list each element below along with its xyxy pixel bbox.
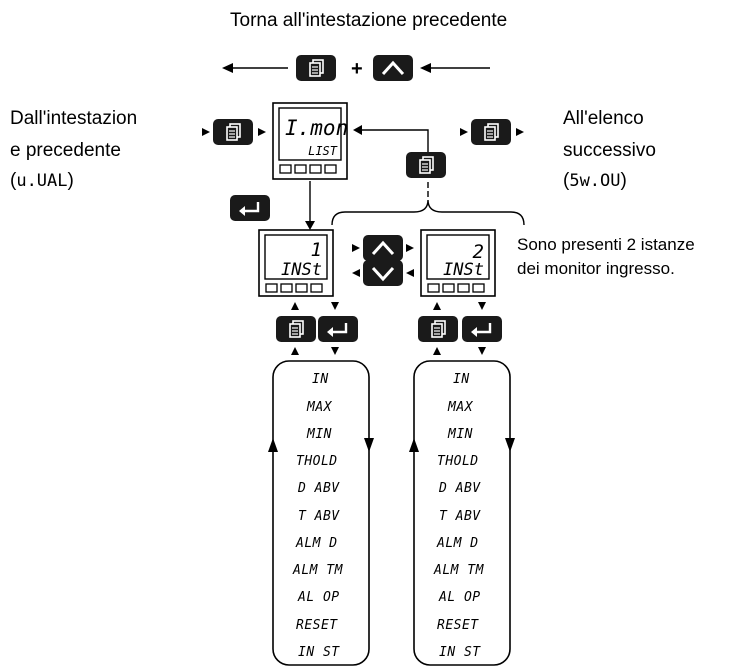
side-note: Sono presenti 2 istanze dei monitor ingr… xyxy=(517,233,695,281)
param-al-op[interactable]: AL OP xyxy=(439,590,481,605)
param-max[interactable]: MAX xyxy=(448,400,473,415)
list-display: I.mon LIST xyxy=(272,102,348,180)
instance-1-top: 1 xyxy=(311,239,322,261)
up-arrow-icon[interactable] xyxy=(363,235,403,261)
param-alm-d[interactable]: ALM D xyxy=(437,536,479,551)
left-param-code: u.UAL xyxy=(16,171,68,191)
param-reset[interactable]: RESET xyxy=(437,618,479,633)
right-paren-open: ( xyxy=(563,170,570,191)
param-in-st[interactable]: IN ST xyxy=(298,645,340,660)
param-in[interactable]: IN xyxy=(453,372,470,387)
top-caption: Torna all'intestazione precedente xyxy=(230,10,508,31)
page-icon[interactable] xyxy=(296,55,336,81)
right-label-line-2: successivo xyxy=(563,140,656,161)
down-arrow-icon[interactable] xyxy=(363,260,403,286)
left-label-line-1: Dall'intestazion xyxy=(10,108,138,129)
param-reset[interactable]: RESET xyxy=(296,618,338,633)
enter-icon[interactable] xyxy=(230,195,270,221)
instance-1-display: 1 INSt xyxy=(258,229,334,297)
page-icon[interactable] xyxy=(471,119,511,145)
plus-sign: + xyxy=(351,58,363,80)
enter-icon[interactable] xyxy=(318,316,358,342)
enter-icon[interactable] xyxy=(462,316,502,342)
left-paren-open: ( xyxy=(10,170,17,191)
param-t-abv[interactable]: T ABV xyxy=(298,509,340,524)
param-d-abv[interactable]: D ABV xyxy=(439,481,481,496)
parameter-list-frame-1 xyxy=(272,360,370,666)
instance-2-top: 2 xyxy=(473,241,484,263)
param-alm-tm[interactable]: ALM TM xyxy=(293,563,343,578)
param-in[interactable]: IN xyxy=(312,372,329,387)
param-alm-d[interactable]: ALM D xyxy=(296,536,338,551)
param-t-abv[interactable]: T ABV xyxy=(439,509,481,524)
param-thold[interactable]: THOLD xyxy=(437,454,479,469)
right-paren-close: ) xyxy=(620,170,627,191)
instance-1-bottom: INSt xyxy=(281,260,322,280)
return-row xyxy=(222,55,490,81)
left-label-line-2: e precedente xyxy=(10,140,121,161)
param-thold[interactable]: THOLD xyxy=(296,454,338,469)
list-display-top: I.mon xyxy=(285,116,348,140)
instance-2-display: 2 INSt xyxy=(420,229,496,297)
instance-2-bottom: INSt xyxy=(443,260,484,280)
left-param-label: (u.UAL) xyxy=(10,170,74,192)
up-arrow-icon[interactable] xyxy=(373,55,413,81)
param-min[interactable]: MIN xyxy=(307,427,332,442)
right-param-label: (5w.OU) xyxy=(563,170,627,192)
page-icon[interactable] xyxy=(213,119,253,145)
parameter-list-frame-2 xyxy=(413,360,511,666)
left-paren-close: ) xyxy=(67,170,74,191)
side-note-line-2: dei monitor ingresso. xyxy=(517,258,675,278)
param-max[interactable]: MAX xyxy=(307,400,332,415)
page-icon[interactable] xyxy=(418,316,458,342)
param-min[interactable]: MIN xyxy=(448,427,473,442)
param-al-op[interactable]: AL OP xyxy=(298,590,340,605)
param-d-abv[interactable]: D ABV xyxy=(298,481,340,496)
side-note-line-1: Sono presenti 2 istanze xyxy=(517,235,695,254)
page-icon[interactable] xyxy=(406,152,446,178)
param-alm-tm[interactable]: ALM TM xyxy=(434,563,484,578)
page-icon[interactable] xyxy=(276,316,316,342)
right-label-line-1: All'elenco xyxy=(563,108,644,129)
param-in-st[interactable]: IN ST xyxy=(439,645,481,660)
list-display-bottom: LIST xyxy=(308,144,338,158)
right-param-code: 5w.OU xyxy=(569,171,621,191)
